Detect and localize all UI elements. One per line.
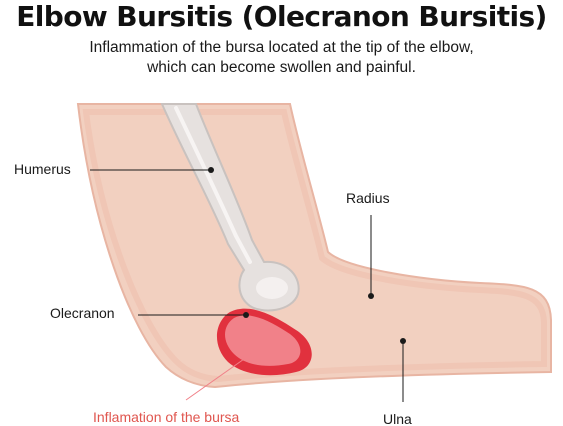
label-bursa: Inflamation of the bursa xyxy=(93,409,240,425)
humerus-bone xyxy=(160,103,300,312)
humerus-dot xyxy=(208,167,214,173)
radius-dot xyxy=(368,293,374,299)
arm-silhouette xyxy=(76,103,552,389)
bursa-dot xyxy=(251,349,257,355)
label-humerus: Humerus xyxy=(14,161,71,177)
ulna-dot xyxy=(400,338,406,344)
bursa-inner xyxy=(225,315,301,366)
bursa-leader xyxy=(185,351,255,401)
page-title: Elbow Bursitis (Olecranon Bursitis) xyxy=(16,0,547,33)
subtitle-line-1: Inflammation of the bursa located at the… xyxy=(89,39,474,56)
arm-inner-edge xyxy=(82,109,547,383)
olecranon-dot xyxy=(243,312,249,318)
subtitle-line-2: which can become swollen and painful. xyxy=(147,59,416,76)
label-radius: Radius xyxy=(346,190,390,206)
label-olecranon: Olecranon xyxy=(50,305,115,321)
humerus-knob xyxy=(256,277,288,299)
label-ulna: Ulna xyxy=(383,411,412,426)
page-subtitle: Inflammation of the bursa located at the… xyxy=(0,38,563,78)
humerus-highlight xyxy=(174,106,252,264)
